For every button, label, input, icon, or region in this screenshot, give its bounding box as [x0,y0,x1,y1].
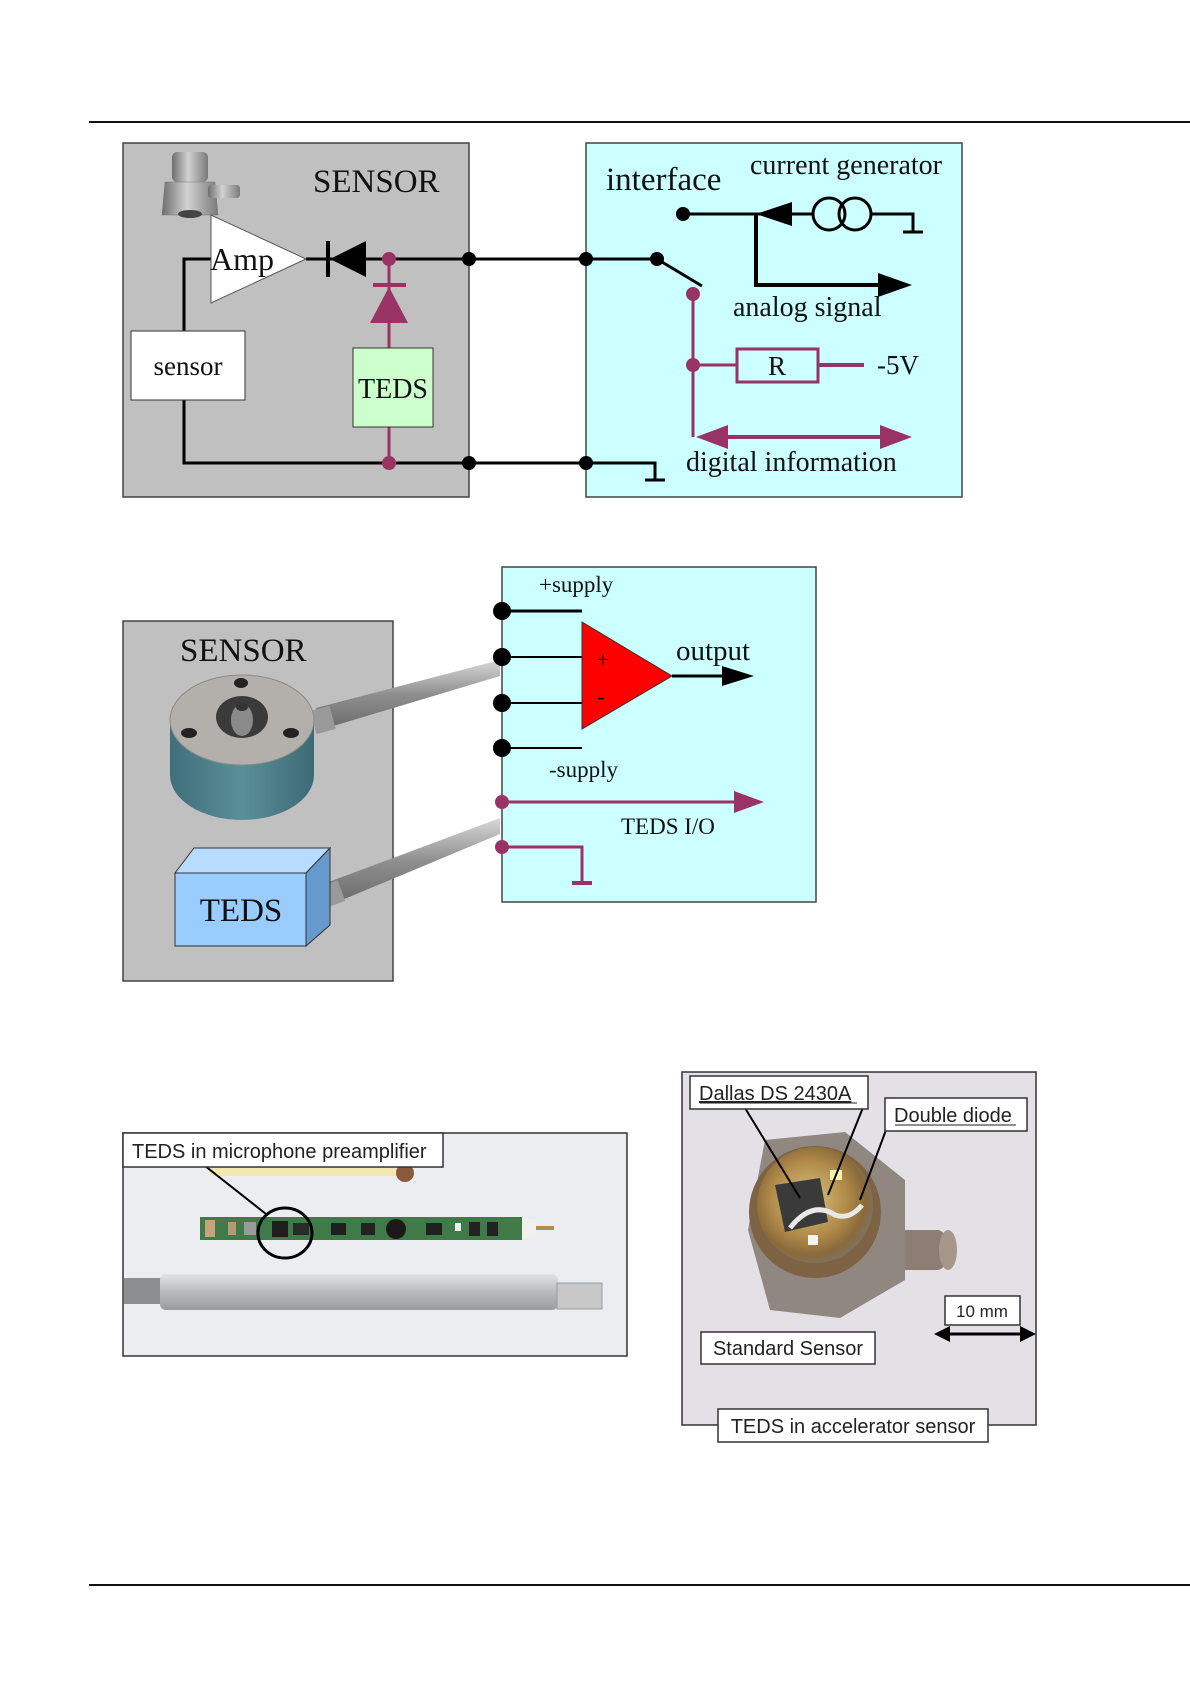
footer-rule [89,1584,1190,1586]
analog-signal-arrow [878,273,912,297]
teds-diode-icon [370,287,408,323]
header-rule [89,121,1190,123]
preamp-caption: TEDS in microphone preamplifier [132,1141,427,1163]
plus-supply-label: +supply [539,572,614,597]
digital-information-label: digital information [686,447,897,478]
sensor-title: SENSOR [313,164,440,200]
teds-cable [326,818,500,905]
standard-sensor-label: Standard Sensor [713,1338,863,1360]
sensor-block [130,330,246,401]
teds-module-icon [173,846,332,948]
minus-supply-label: -supply [549,757,619,782]
diagram-1-teds-mixed-mode: SENSOR Amp sensor TEDS [122,142,963,498]
amp-label: Amp [210,241,274,277]
preamp-caption-box [122,1132,444,1168]
preamp-cable [124,1278,164,1304]
leader-line [199,1161,267,1215]
matchstick [210,1167,406,1176]
teds-chip-highlight [256,1206,314,1260]
op-amp-symbol [581,621,673,730]
preamp-housing [160,1274,558,1310]
accelerometer-caption: TEDS in accelerator sensor [731,1416,976,1438]
accelerometer-icon [161,152,240,218]
ground-wire [182,400,657,480]
chip-label: Dallas DS 2430A [699,1083,852,1105]
sensor-title-2: SENSOR [180,633,307,669]
teds-module-label: TEDS [200,893,283,929]
resistor-label: R [768,351,786,381]
voltage-label: -5V [877,350,919,380]
diode-label: Double diode [894,1105,1012,1127]
minus-input-label: - [597,684,604,709]
teds-chip-label: TEDS [358,374,428,405]
output-label: output [676,635,750,667]
current-arrow [756,202,792,226]
teds-io-arrow [734,791,764,813]
teds-chip [352,347,434,428]
sensor-cable [316,660,500,730]
amp-input-wire [182,257,211,331]
diode-icon [326,241,366,277]
digital-arrow-left [696,425,728,449]
sensor-block-label: sensor [154,351,223,381]
amplifier-symbol [210,214,308,304]
teds-io-label: TEDS I/O [621,814,715,839]
photo-accelerometer: Dallas DS 2430A Double diode 10 mm Stand… [681,1071,1037,1443]
standard-sensor-label-box [700,1331,876,1365]
photo-microphone-preamplifier: TEDS in microphone preamplifier [122,1132,628,1357]
analog-signal-label: analog signal [733,292,882,323]
scale-label-box [944,1295,1021,1326]
mode-switch [656,257,703,288]
interface-title: interface [606,162,721,198]
load-cell-icon [169,674,315,820]
preamp-pcb [200,1217,554,1240]
diagram-2-teds-separate-lines: SENSOR TEDS +supply [122,566,817,982]
scale-label: 10 mm [956,1302,1008,1321]
current-generator-label: current generator [750,150,943,181]
accelerometer-caption-box [717,1408,989,1443]
digital-arrow-right [880,425,912,449]
output-arrow [722,666,754,686]
plus-input-label: + [597,647,609,672]
interface-panel-2 [501,566,817,903]
